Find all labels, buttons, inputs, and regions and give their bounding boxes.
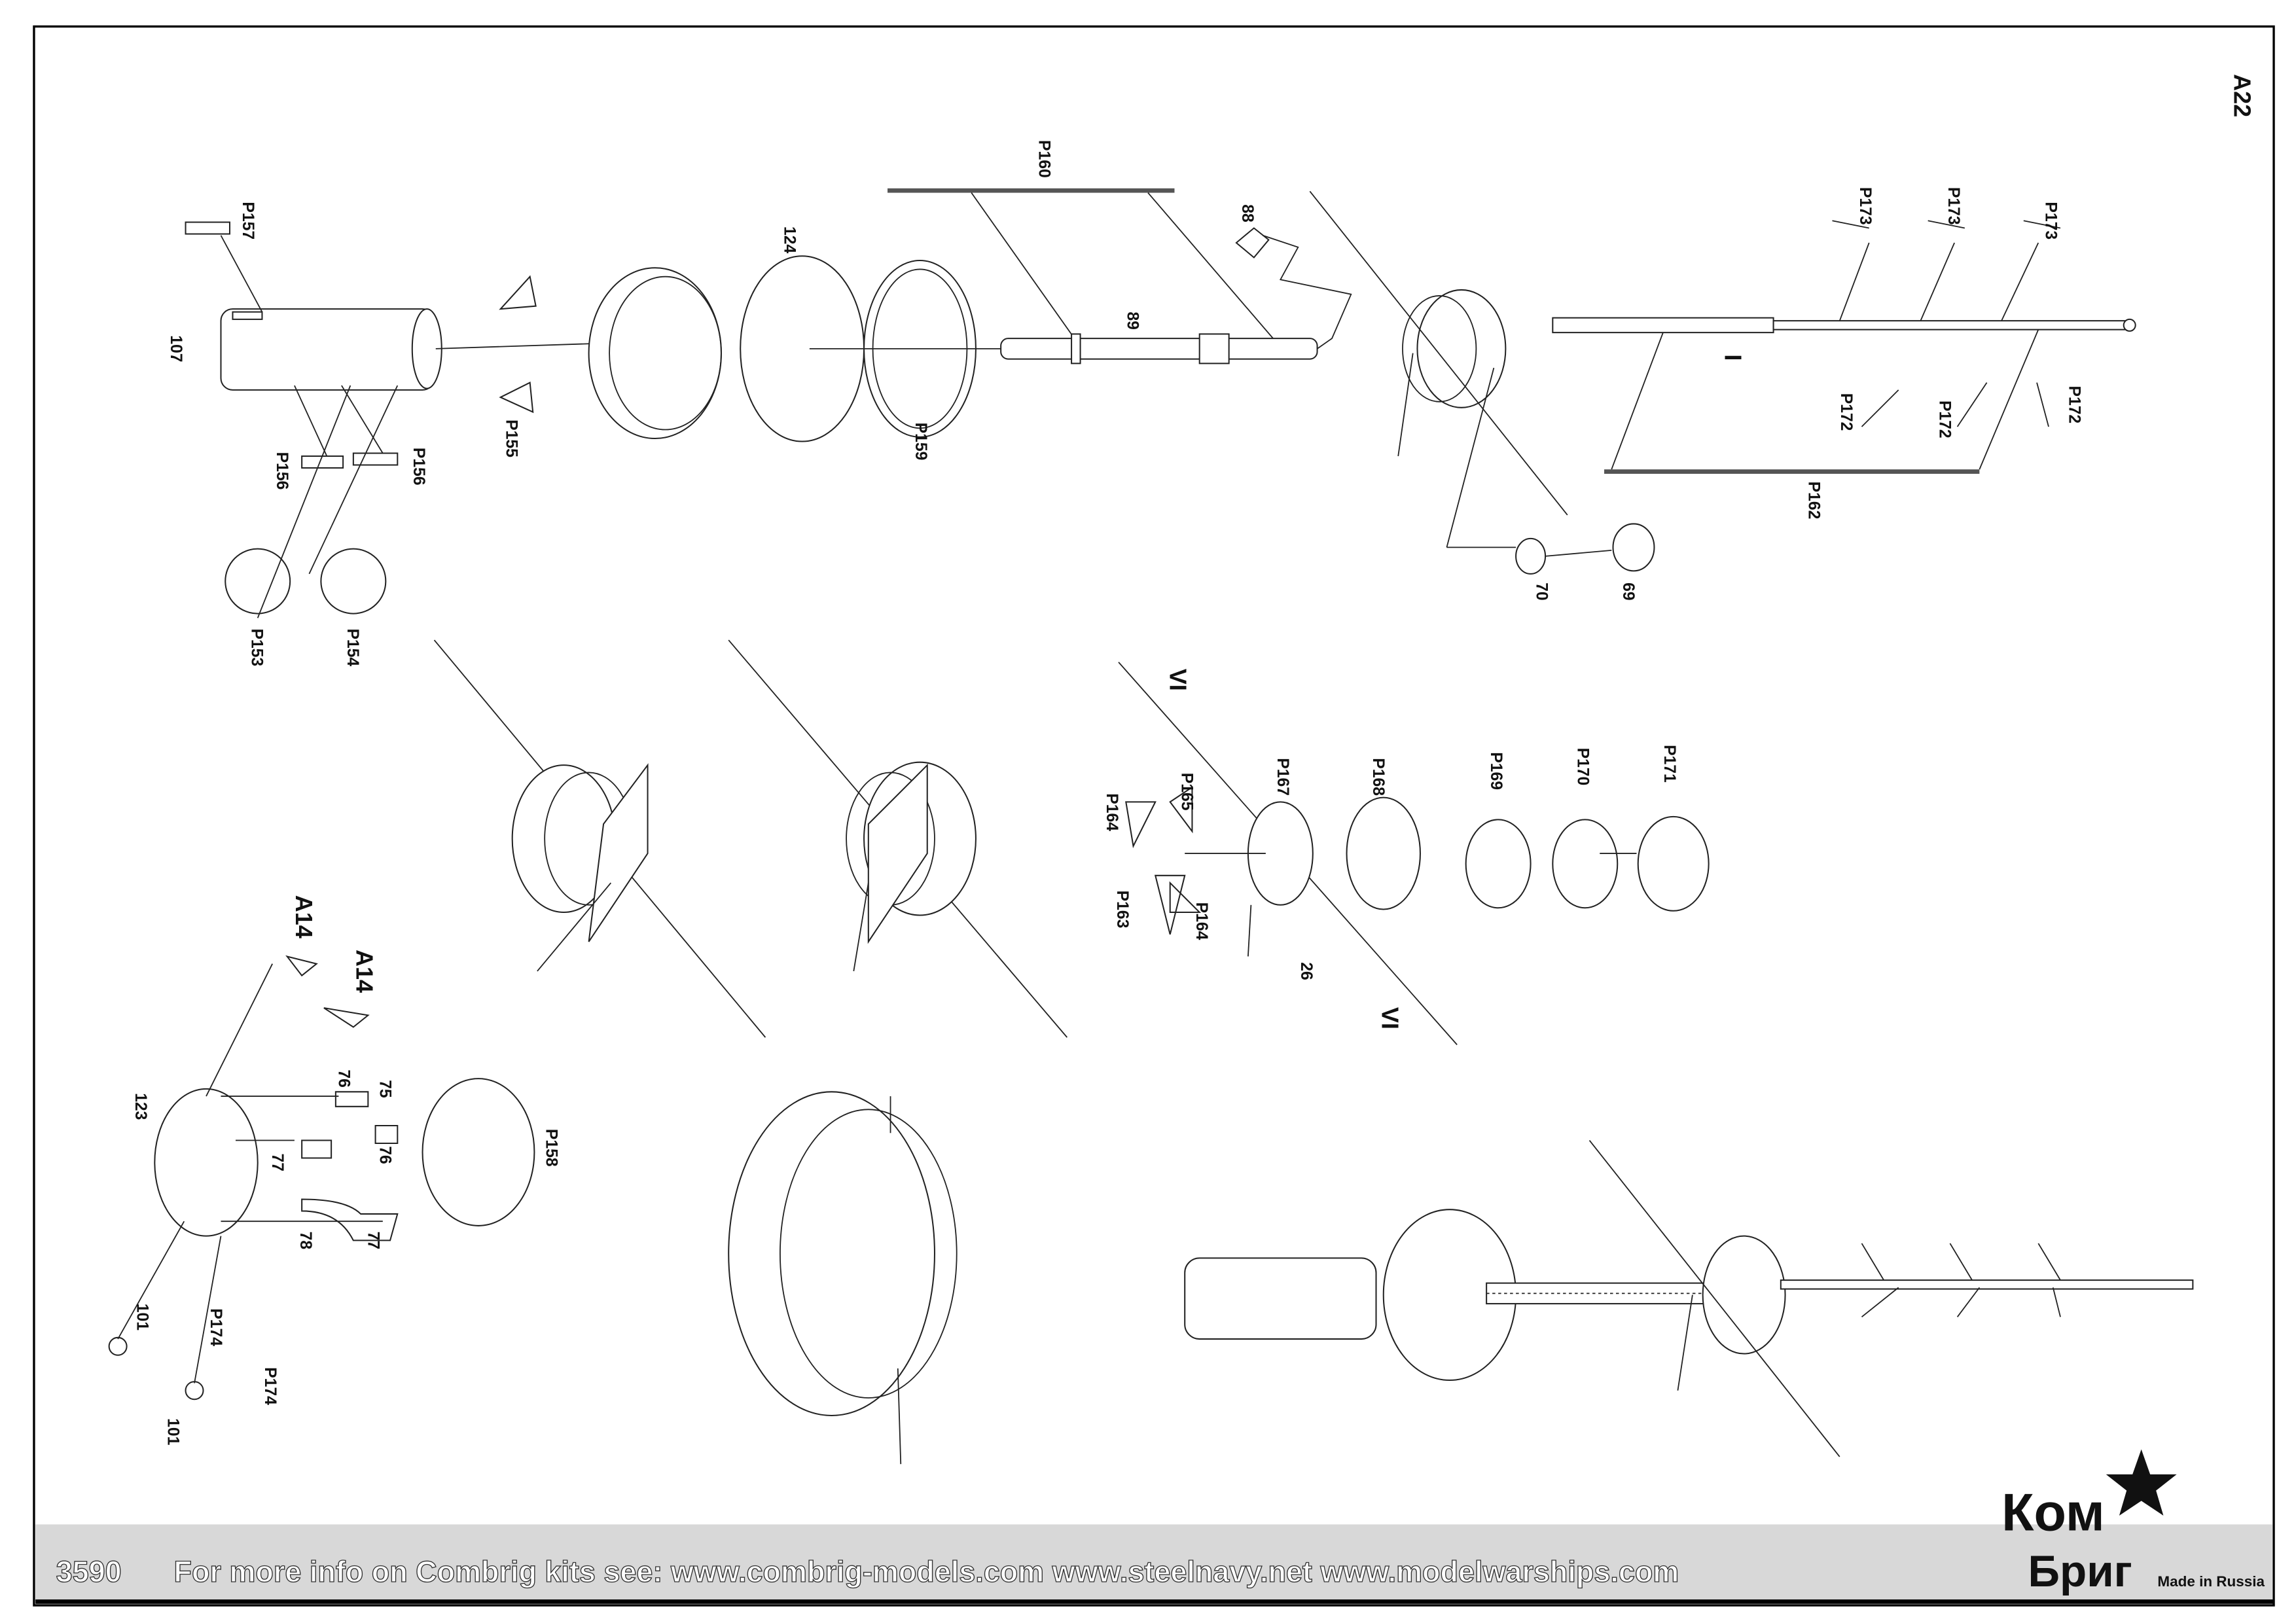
label-77: 77 [364, 1232, 382, 1250]
label-p174: P174 [261, 1367, 279, 1405]
logo-line2: Бриг [2028, 1547, 2132, 1596]
label-p169: P169 [1487, 752, 1505, 790]
part-p156 [301, 455, 344, 469]
label-26: 26 [1297, 962, 1315, 980]
label-124: 124 [781, 226, 798, 253]
kit-number: 3590 [56, 1555, 122, 1588]
label-p173: P173 [2042, 202, 2060, 240]
part-89-shaft [1000, 338, 1318, 360]
label-p172: P172 [2066, 385, 2083, 423]
label-88: 88 [1238, 204, 1256, 222]
label-p159: P159 [912, 423, 929, 461]
footer-info: For more info on Combrig kits see: www.c… [174, 1555, 1679, 1588]
top-exploded-assembly [185, 188, 2136, 618]
label-p168: P168 [1369, 758, 1387, 796]
part-p156 [352, 452, 399, 466]
label-70: 70 [1533, 582, 1551, 601]
label-p172: P172 [1936, 401, 1954, 438]
star-icon [2106, 1449, 2177, 1516]
part-69 [1612, 523, 1655, 572]
part-123 [154, 1088, 259, 1237]
part-70 [1515, 537, 1547, 575]
middle-stand-views [433, 639, 1710, 1045]
label-p172: P172 [1837, 393, 1855, 431]
combrig-logo: Ком Бриг Made in Russia [2001, 1449, 2265, 1596]
label-p155: P155 [503, 419, 520, 457]
part-p169 [1465, 819, 1532, 909]
label-a14: A14 [291, 895, 317, 938]
part-107-cylinder [220, 308, 435, 391]
label-77: 77 [268, 1153, 286, 1171]
label-p167: P167 [1274, 758, 1291, 796]
lower-left-subassembly [108, 955, 958, 1465]
label-76: 76 [376, 1146, 393, 1164]
label-75: 75 [376, 1080, 393, 1098]
label-69: 69 [1619, 582, 1637, 601]
label-p154: P154 [344, 628, 361, 666]
part-p171 [1637, 815, 1710, 912]
part-p153 [224, 548, 291, 615]
label-p165: P165 [1178, 773, 1196, 811]
part-88 [1235, 227, 1270, 259]
label-p171: P171 [1660, 745, 1678, 783]
logo-tagline: Made in Russia [2157, 1573, 2265, 1590]
label-p164: P164 [1103, 793, 1121, 831]
view-marker-i: I [1719, 354, 1746, 361]
view-marker-vi: VI [1165, 669, 1192, 691]
label-78: 78 [296, 1232, 314, 1250]
label-p170: P170 [1574, 748, 1592, 786]
stand-cage [1416, 289, 1507, 408]
label-p162: P162 [1805, 482, 1823, 520]
label-101: 101 [133, 1304, 151, 1330]
part-p168 [1346, 796, 1421, 910]
view-marker-vi: VI [1376, 1007, 1403, 1029]
part-mast-lower [1552, 317, 1774, 334]
page-id: A22 [2229, 74, 2255, 117]
part-labels: P160 P157 107 124 89 88 P173 P173 P173 I… [132, 140, 2083, 1446]
label-p173: P173 [1945, 187, 1962, 225]
part-p158 [422, 1078, 535, 1226]
label-p157: P157 [239, 202, 257, 240]
label-p153: P153 [248, 628, 266, 666]
label-p158: P158 [542, 1129, 560, 1167]
label-101: 101 [164, 1418, 182, 1445]
part-p155 [499, 275, 537, 414]
logo-line1: Ком [2001, 1483, 2105, 1542]
part-p154 [320, 548, 387, 615]
label-p173: P173 [1856, 187, 1874, 225]
label-a14: A14 [351, 950, 378, 993]
page-border [33, 25, 2275, 1607]
footer-band [35, 1524, 2272, 1601]
label-p163: P163 [1113, 891, 1131, 929]
part-p162-strip [1604, 469, 1980, 474]
part-p160-strip [888, 188, 1175, 193]
label-p156: P156 [273, 452, 291, 490]
completed-assembly-view [1184, 1139, 2194, 1457]
label-123: 123 [132, 1093, 149, 1120]
label-107: 107 [167, 335, 185, 362]
label-76: 76 [334, 1069, 352, 1088]
ring-frame [588, 267, 722, 440]
label-89: 89 [1124, 312, 1141, 329]
label-p164: P164 [1193, 902, 1210, 940]
label-p156: P156 [410, 448, 427, 486]
ring-frame-detail [728, 1091, 935, 1416]
label-p160: P160 [1035, 140, 1053, 178]
label-p174: P174 [207, 1308, 224, 1346]
part-p157 [185, 221, 231, 235]
part-p170 [1552, 819, 1619, 909]
part-mast-upper [1772, 320, 2128, 330]
